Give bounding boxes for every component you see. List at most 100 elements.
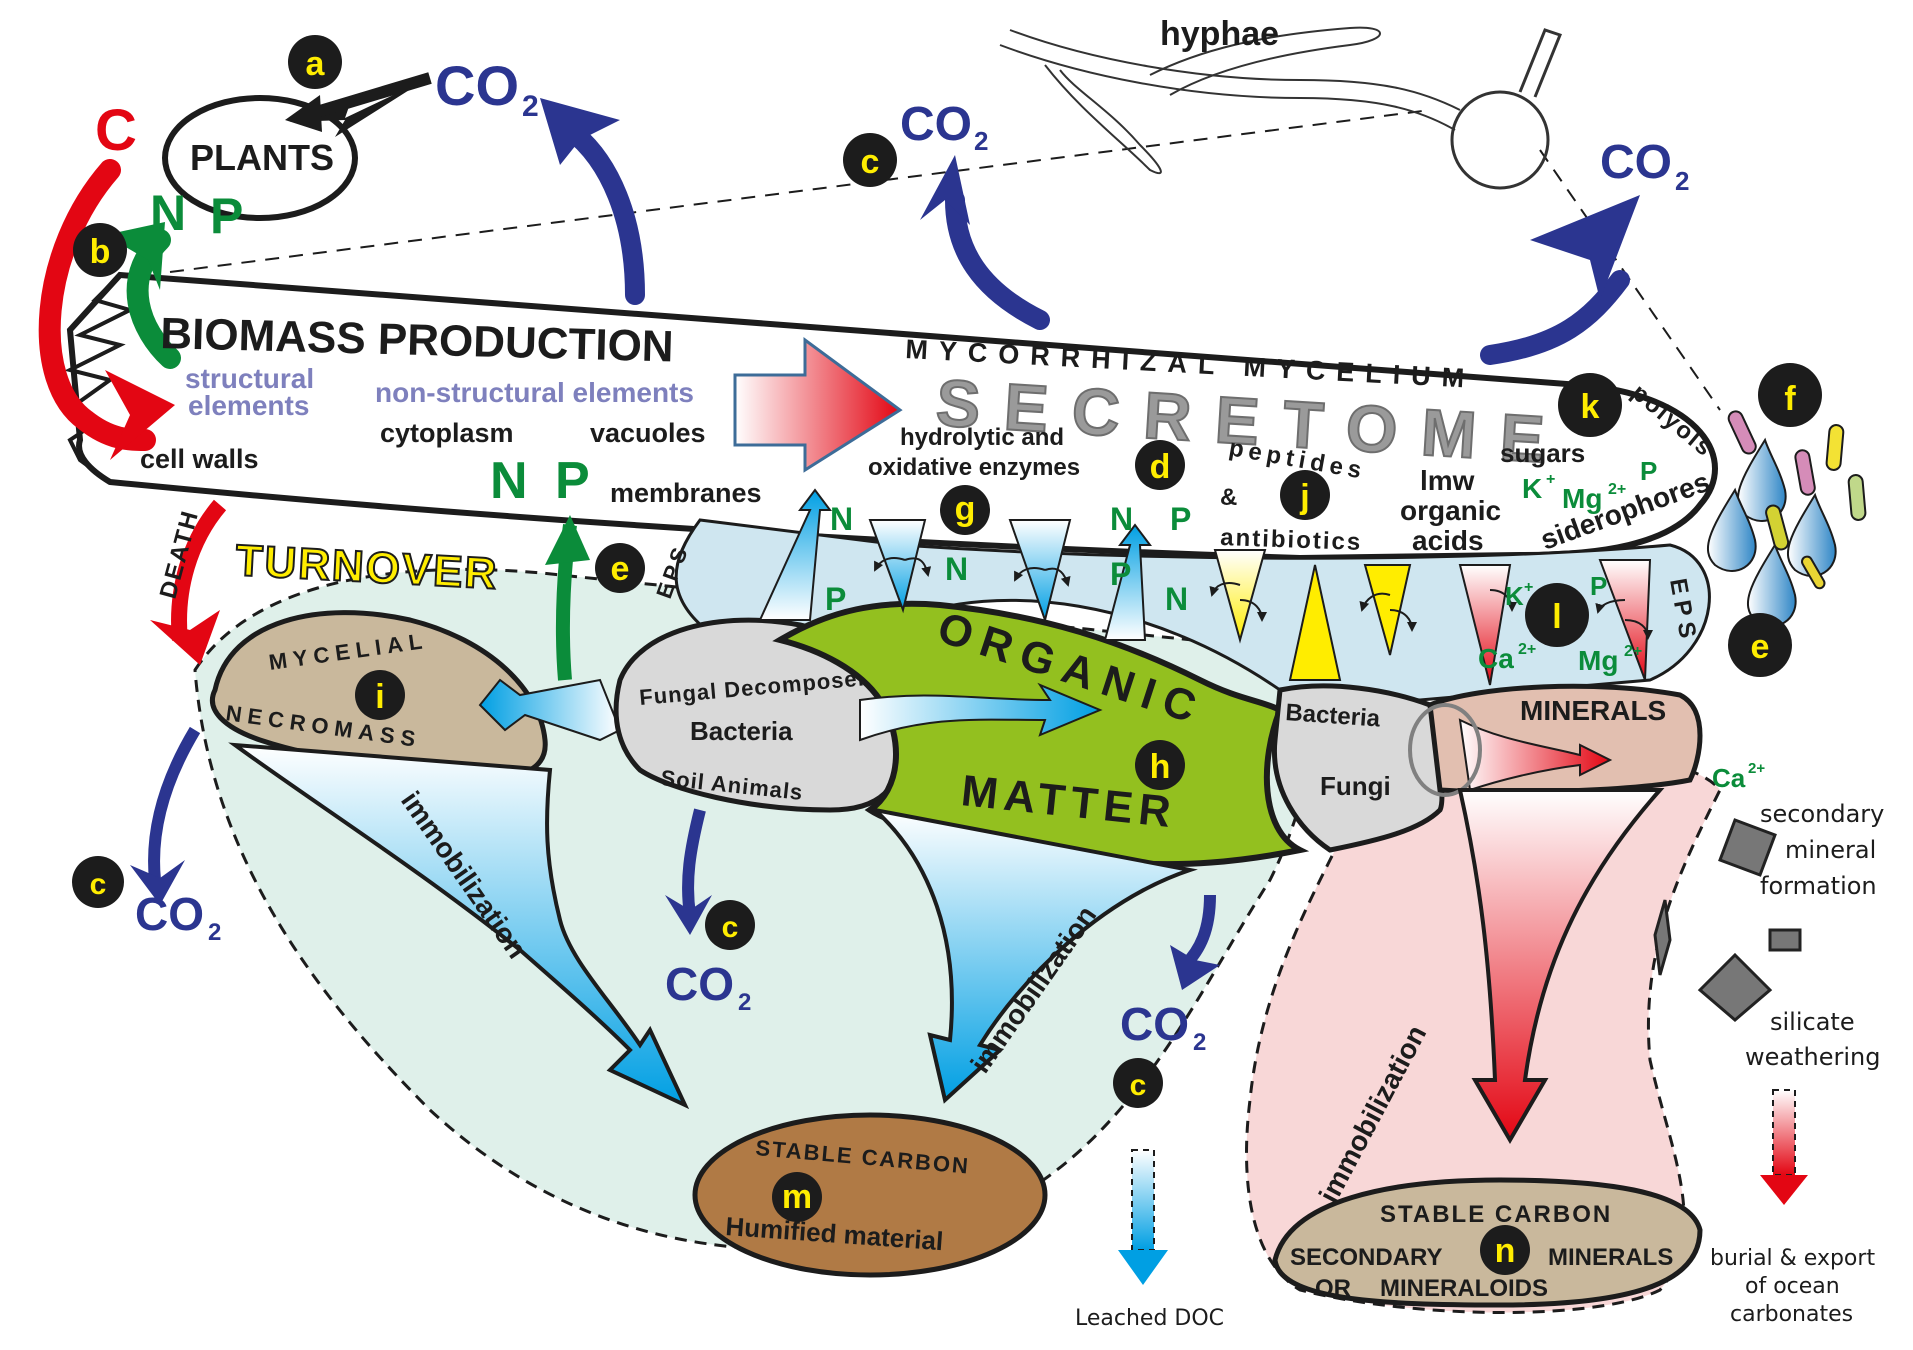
humified-stable-carbon-ellipse [692,1112,1048,1278]
lmw-label-3: acids [1412,525,1484,556]
immobilization-arrow-necromass [228,742,690,1110]
badge-l: l [1525,583,1589,647]
leached-doc-shaft [1131,1149,1155,1251]
secondary-label: SECONDARY [1290,1244,1442,1271]
badge-c-top: c [843,133,897,187]
bacteria-label-minerals: Bacteria [1285,699,1382,733]
stable-carbon-label-n: STABLE CARBON [1380,1201,1612,1228]
burial-arrow-shaft [1772,1089,1796,1176]
svg-text:c: c [861,143,880,181]
svg-text:b: b [90,233,111,271]
badge-k: k [1558,373,1622,437]
non-structural-label: non-structural elements [375,377,694,408]
n-label-eps-4: N [1165,581,1188,617]
co2-label-decomposers: CO 2 [665,958,751,1016]
co2-uptake-head [285,95,322,132]
badge-j: j [1280,470,1330,520]
turnover-label: TURNOVER [234,536,499,599]
svg-text:2: 2 [1193,1029,1206,1056]
zoom-line-1 [169,109,1431,273]
co2-respiration-arrow-biomass [560,120,645,305]
nutrient-uptake-arrow-2 [1103,523,1152,641]
n-label-eps-1: N [830,501,853,537]
membranes-label: membranes [610,478,762,508]
p-label-eps-4: P [1590,571,1607,601]
death-arrow [171,499,227,641]
badge-d: d [1135,440,1185,490]
mineraloids-label: MINERALOIDS [1380,1275,1548,1302]
secondary-mineral-label-3: formation [1760,872,1877,900]
n-label-eps-3: N [1110,501,1133,537]
n-label-plants: N [150,185,186,241]
k-sup-label-k: + [1546,471,1555,488]
co2-arrow-necromass [148,726,201,881]
mineral-pool [1245,738,1722,1314]
badge-c-necromass: c [72,856,124,908]
mg-label-k: Mg [1562,483,1602,514]
leached-doc-label: Leached DOC [1075,1306,1224,1331]
cell-wall-jagged-edge [64,273,136,484]
acid-triangle [1458,564,1512,686]
fungi-label: Fungi [1320,771,1391,801]
svg-text:c: c [1130,1069,1147,1102]
silicate-label-1: silicate [1770,1008,1855,1036]
svg-text:2: 2 [738,989,751,1016]
svg-text:CO: CO [1120,998,1189,1050]
svg-text:e: e [611,550,630,588]
ampersand-label: & [1220,484,1237,511]
svg-text:k: k [1581,388,1600,426]
ca-label-outside: Ca [1712,763,1746,793]
svg-text:CO: CO [135,888,204,940]
secondary-mineral-label-1: secondary [1760,800,1884,828]
burial-arrow-head [1760,1175,1808,1205]
immobilization-arrow-organic [868,806,1198,1104]
mg-sup-label-k: 2+ [1608,481,1626,498]
co2-arrowhead-biomass [540,98,620,165]
minerals-label: MINERALS [1520,695,1666,726]
hydrolytic-label-2: oxidative enzymes [868,454,1080,481]
p-label-eps-3: P [1110,556,1131,592]
hyphae-label: hyphae [1160,15,1279,53]
p-label-eps-2: P [1170,501,1191,537]
co2-respiration-arrow-mycelium [945,190,1050,330]
decomposer-to-organic-arrow-1 [859,682,1103,742]
co2-arrow-decomposers [682,808,706,916]
silicate-label-2: weathering [1745,1043,1880,1071]
svg-text:h: h [1150,748,1171,786]
svg-text:g: g [955,490,976,528]
decomposition-to-necromass-arrow [478,678,622,742]
co2-arrowhead-necromass [130,860,185,905]
svg-text:2: 2 [1675,166,1689,196]
nutrient-uptake-arrow-1 [758,488,832,621]
badge-e-right: e [1728,613,1792,677]
lmw-label-1: lmw [1420,465,1475,496]
crystal-icons [1653,818,1802,1022]
badge-c-organic: c [1113,1058,1163,1108]
bacteria-fungi-blob [1271,683,1445,853]
co2-label-organic: CO 2 [1120,998,1206,1056]
k-sup-label-eps: + [1524,579,1533,596]
badge-h: h [1135,740,1185,790]
structural-label-2: elements [188,390,309,421]
zoom-line-2 [1539,149,1721,411]
svg-text:CO: CO [900,98,972,151]
hydrolytic-label-1: hydrolytic and [900,424,1064,451]
mg-label-eps: Mg [1578,645,1618,676]
k-label-eps: K [1505,581,1524,611]
co2-label-top-left: CO 2 [435,54,539,123]
carbon-c-label: C [95,98,137,163]
co2-label-mycelium: CO 2 [900,98,988,156]
bacteria-droplets-illustration [1706,410,1867,627]
cytoplasm-label: cytoplasm [380,418,514,448]
vacuoles-label: vacuoles [590,418,706,448]
svg-text:i: i [375,678,384,716]
antibiotic-triangle-1 [1213,549,1267,644]
p-label-membranes: P [555,452,590,510]
co2-arrowhead-decomposers [665,895,712,935]
svg-text:c: c [722,911,739,944]
antibiotic-triangle-2 [1363,564,1412,656]
svg-text:c: c [90,868,107,901]
p-label-k: P [1640,456,1657,486]
badge-f: f [1758,363,1822,427]
